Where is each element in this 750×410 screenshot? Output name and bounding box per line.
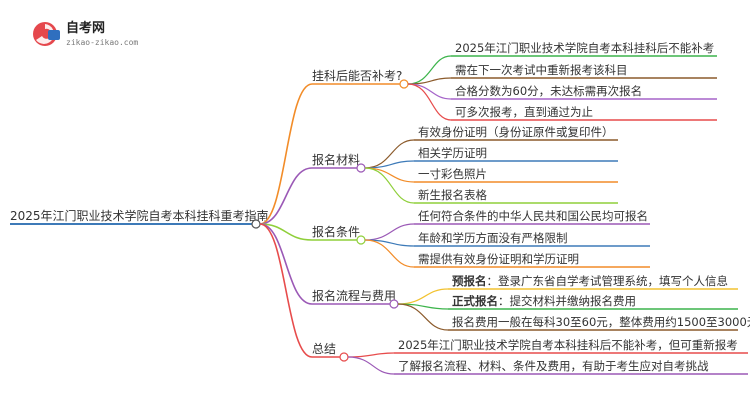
- branch-label: 报名材料: [312, 152, 360, 167]
- leaf-label: 新生报名表格: [418, 188, 487, 202]
- logo-icon: [33, 22, 60, 46]
- branch-4: 总结 2025年江门职业技术学院自考本科挂科后不能补考，但可重新报考了解报名流程、…: [259, 223, 748, 375]
- leaf-text: 报名费用一般在每科30至60元，整体费用约1500至3000元: [452, 315, 750, 329]
- branch-2: 报名条件 任何符合条件的中华人民共和国公民均可报名年龄和学历方面没有严格限制需提供…: [259, 209, 650, 268]
- root-node: 2025年江门职业技术学院自考本科挂科重考指南: [10, 208, 269, 229]
- leaf-connector: [407, 83, 452, 100]
- leaf-connector: [364, 239, 415, 268]
- leaf-label: 合格分数为60分，未达标需再次报名: [455, 84, 642, 98]
- leaf-connector: [347, 356, 395, 375]
- leaf-label: 任何符合条件的中华人民共和国公民均可报名: [418, 209, 648, 223]
- leaf-text: 相关学历证明: [418, 146, 487, 160]
- leaf-text: 需提供有效身份证明和学历证明: [418, 252, 579, 266]
- root-connector: [251, 219, 261, 229]
- leaf-label: 需提供有效身份证明和学历证明: [418, 252, 579, 266]
- root-label: 2025年江门职业技术学院自考本科挂科重考指南: [10, 208, 269, 223]
- leaf-connector: [364, 139, 415, 169]
- branch-0: 挂科后能否补考? 2025年江门职业技术学院自考本科挂科后不能补考需在下一次考试中…: [259, 41, 717, 225]
- branch-connector: [259, 83, 313, 225]
- site-logo: 自考网 zikao-zikao.com: [33, 20, 138, 47]
- branch-node: [356, 235, 366, 245]
- leaf-label: 有效身份证明（身份证原件或复印件）: [418, 125, 614, 139]
- leaf-text: 一寸彩色照片: [418, 167, 487, 181]
- leaf-connector: [407, 83, 452, 121]
- branch-node: [339, 352, 349, 362]
- leaf-text: 2025年江门职业技术学院自考本科挂科后不能补考，但可重新报考: [398, 338, 738, 352]
- branch-connector: [259, 167, 313, 225]
- leaf-text: 2025年江门职业技术学院自考本科挂科后不能补考: [455, 41, 714, 55]
- leaf-label: 相关学历证明: [418, 146, 487, 160]
- leaf-text: 正式报名：提交材料并缴纳报名费用: [452, 294, 636, 308]
- leaf-text: 新生报名表格: [418, 188, 487, 202]
- leaf-connector: [347, 352, 395, 358]
- leaf-connector: [407, 55, 452, 85]
- leaf-text: 需在下一次考试中重新报考该科目: [455, 63, 628, 77]
- leaf-connector: [364, 223, 415, 241]
- logo-subtitle: zikao-zikao.com: [66, 38, 138, 47]
- branch-connector: [259, 223, 313, 358]
- leaf-bold-label: 正式报名: [452, 294, 498, 308]
- branch-connector: [259, 223, 313, 241]
- branch-label: 报名条件: [312, 224, 360, 239]
- leaf-label: 年龄和学历方面没有严格限制: [418, 231, 568, 245]
- leaf-label: 2025年江门职业技术学院自考本科挂科后不能补考: [455, 41, 714, 55]
- logo-title: 自考网: [66, 20, 105, 36]
- leaf-label: 2025年江门职业技术学院自考本科挂科后不能补考，但可重新报考: [398, 338, 738, 352]
- branch-node: [356, 163, 366, 173]
- branch-node: [389, 299, 399, 309]
- branch-label: 总结: [312, 342, 336, 356]
- leaf-text: 预报名：登录广东省自学考试管理系统，填写个人信息: [452, 274, 728, 288]
- leaf-connector: [364, 167, 415, 204]
- leaf-label: 需在下一次考试中重新报考该科目: [455, 63, 628, 77]
- leaf-label: 报名费用一般在每科30至60元，整体费用约1500至3000元: [452, 315, 750, 329]
- leaf-label: ：登录广东省自学考试管理系统，填写个人信息: [487, 274, 729, 288]
- branch-node: [399, 79, 409, 89]
- branch-connector: [259, 223, 313, 305]
- leaf-label: 可多次报考，直到通过为止: [455, 105, 593, 119]
- branch-group: 挂科后能否补考? 2025年江门职业技术学院自考本科挂科后不能补考需在下一次考试中…: [259, 41, 750, 375]
- leaf-text: 任何符合条件的中华人民共和国公民均可报名: [418, 209, 648, 223]
- leaf-text: 了解报名流程、材料、条件及费用，有助于考生应对自考挑战: [398, 359, 709, 373]
- leaf-text: 年龄和学历方面没有严格限制: [418, 231, 568, 245]
- leaf-connector: [397, 288, 449, 305]
- branch-label: 挂科后能否补考?: [312, 69, 402, 83]
- branch-3: 报名流程与费用预报名：登录广东省自学考试管理系统，填写个人信息正式报名：提交材料…: [259, 223, 750, 331]
- branch-label: 报名流程与费用: [312, 288, 396, 303]
- leaf-label: 一寸彩色照片: [418, 167, 487, 181]
- leaf-bold-label: 预报名: [452, 274, 487, 288]
- leaf-text: 可多次报考，直到通过为止: [455, 105, 593, 119]
- leaf-text: 合格分数为60分，未达标需再次报名: [455, 84, 642, 98]
- leaf-connector: [397, 303, 449, 331]
- leaf-text: 有效身份证明（身份证原件或复印件）: [418, 125, 614, 139]
- leaf-label: ：提交材料并缴纳报名费用: [498, 294, 636, 308]
- leaf-label: 了解报名流程、材料、条件及费用，有助于考生应对自考挑战: [398, 359, 709, 373]
- leaf-connector: [364, 167, 415, 183]
